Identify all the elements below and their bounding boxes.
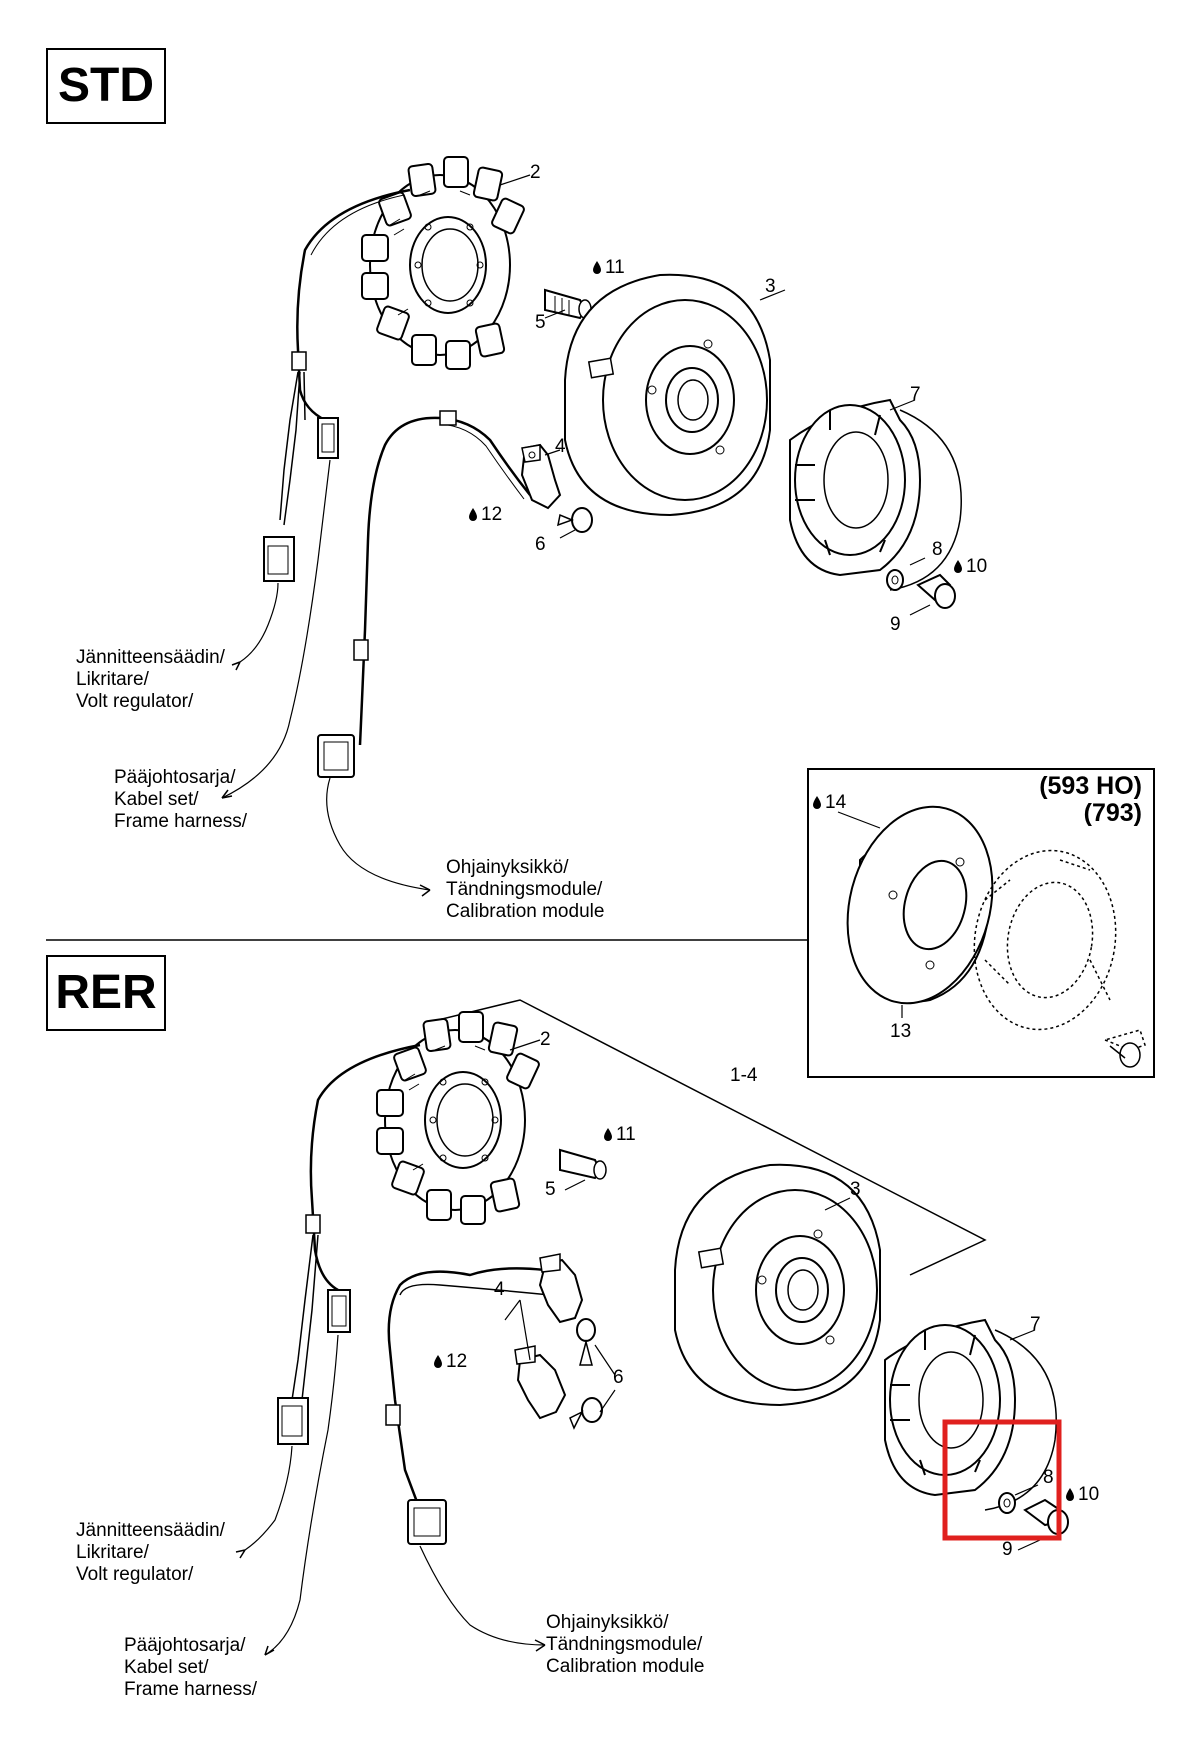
callout-11-rer: 11 xyxy=(603,1125,636,1145)
callout-6-rer: 6 xyxy=(613,1367,624,1388)
section-label-rer: RER xyxy=(46,955,166,1031)
oil-drop-icon xyxy=(813,796,821,809)
callout-13-inset: 13 xyxy=(890,1021,912,1042)
oil-drop-icon xyxy=(434,1355,442,1368)
label-frame-harness-rer: Pääjohtosarja/ Kabel set/ Frame harness/ xyxy=(124,1635,258,1700)
callout-10-rer: 10 xyxy=(1065,1485,1099,1505)
section-label-std: STD xyxy=(46,48,166,124)
oil-drop-icon xyxy=(604,1128,612,1141)
callout-2-std: 2 xyxy=(530,162,541,183)
callout-7-rer: 7 xyxy=(1030,1314,1041,1335)
label-calibration-module-std: Ohjainyksikkö/ Tändningsmodule/ Calibrat… xyxy=(446,857,605,922)
label-frame-harness-std: Pääjohtosarja/ Kabel set/ Frame harness/ xyxy=(114,767,248,832)
label-volt-regulator-rer: Jännitteensäädin/ Likritare/ Volt regula… xyxy=(76,1520,225,1585)
callout-12-std: 12 xyxy=(468,505,502,525)
callout-11-std: 11 xyxy=(592,258,625,278)
callout-9-rer: 9 xyxy=(1002,1539,1013,1560)
callout-8-std: 8 xyxy=(932,539,943,560)
callout-4-rer: 4 xyxy=(494,1279,505,1300)
oil-drop-icon xyxy=(593,261,601,274)
callout-5-std: 5 xyxy=(535,312,546,333)
oil-drop-icon xyxy=(469,508,477,521)
callout-5-rer: 5 xyxy=(545,1179,556,1200)
callout-4-std: 4 xyxy=(555,436,566,457)
callout-9-std: 9 xyxy=(890,614,901,635)
label-volt-regulator-std: Jännitteensäädin/ Likritare/ Volt regula… xyxy=(76,647,225,712)
callout-8-rer: 8 xyxy=(1043,1467,1054,1488)
label-calibration-module-rer: Ohjainyksikkö/ Tändningsmodule/ Calibrat… xyxy=(546,1612,705,1677)
oil-drop-icon xyxy=(1066,1488,1074,1501)
callout-12-rer: 12 xyxy=(433,1352,467,1372)
callout-10-std: 10 xyxy=(953,557,987,577)
highlight-box xyxy=(942,1419,1062,1541)
oil-drop-icon xyxy=(954,560,962,573)
callout-6-std: 6 xyxy=(535,534,546,555)
inset-title: (593 HO) (793) xyxy=(1039,772,1142,827)
callout-3-rer: 3 xyxy=(850,1179,861,1200)
callout-1-4-rer: 1-4 xyxy=(730,1065,758,1086)
callout-2-rer: 2 xyxy=(540,1029,551,1050)
callout-7-std: 7 xyxy=(910,384,921,405)
callout-14-inset: 14 xyxy=(812,793,846,813)
callout-3-std: 3 xyxy=(765,276,776,297)
